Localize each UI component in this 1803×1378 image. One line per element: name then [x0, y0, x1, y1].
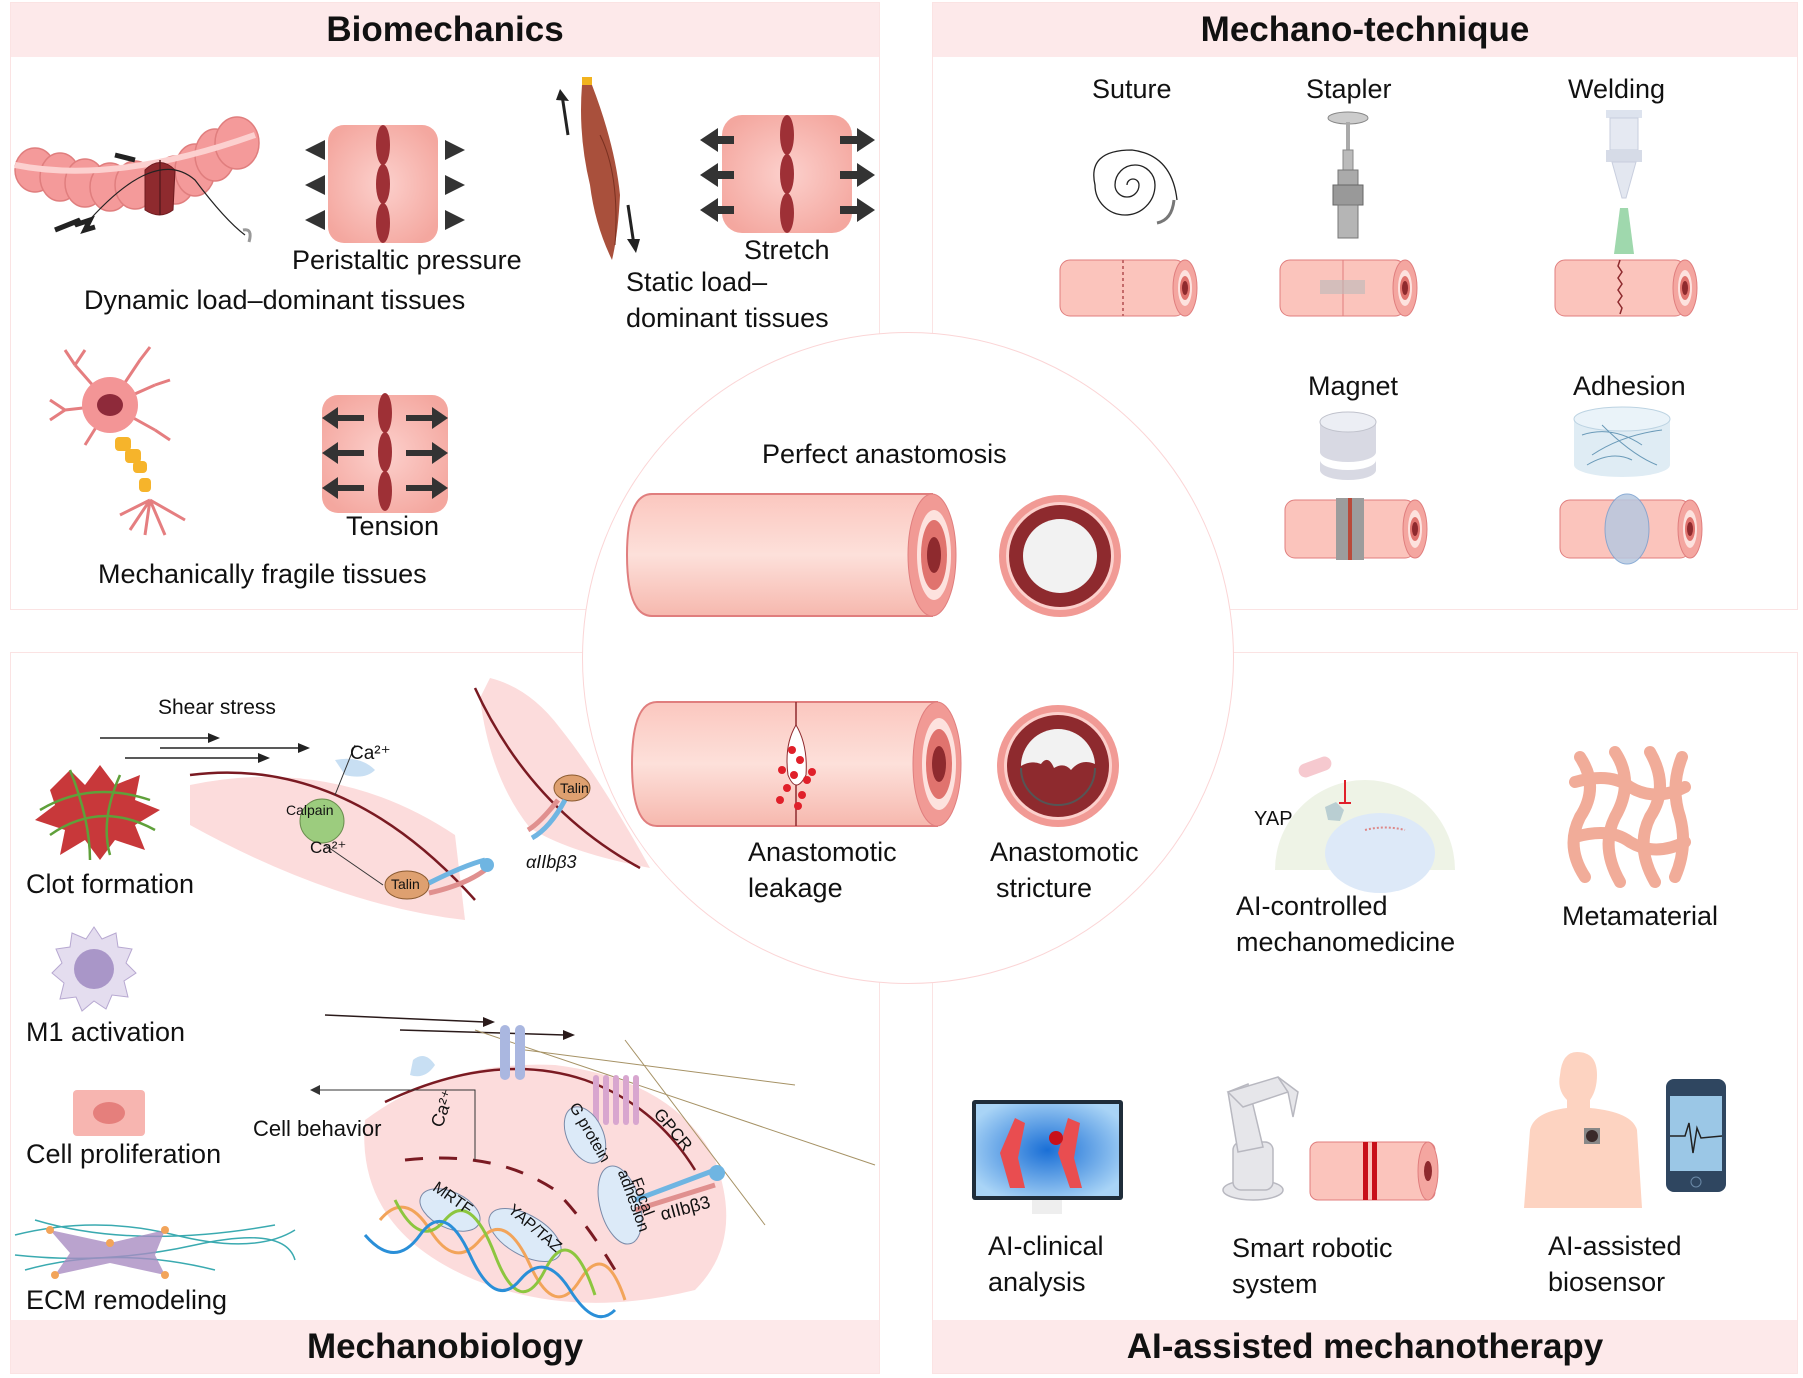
tension-tissue-block	[322, 393, 448, 513]
vessel-adhesion	[1559, 493, 1703, 565]
stretch-tissue-block	[700, 115, 875, 233]
biosensor-label-2: biosensor	[1548, 1267, 1666, 1297]
vessel-magnet	[1284, 498, 1428, 560]
stapler-device-icon	[1327, 111, 1369, 239]
welding-label: Welding	[1568, 74, 1666, 104]
muscle-illustration	[556, 77, 640, 260]
m1-activation-label: M1 activation	[26, 1017, 186, 1047]
ai-controlled-label-2: mechanomedicine	[1236, 927, 1456, 957]
biosensor-body-icon	[1524, 1052, 1642, 1208]
metamaterial-label: Metamaterial	[1562, 901, 1719, 931]
suture-label: Suture	[1092, 74, 1172, 104]
perfect-vessel	[625, 493, 957, 617]
dynamic-load-label: Dynamic load–dominant tissues	[84, 285, 466, 315]
perfect-anastomosis-label: Perfect anastomosis	[762, 439, 1007, 469]
ai-clinical-label-1: AI-clinical	[988, 1231, 1104, 1261]
stricture-cross-section	[997, 705, 1119, 827]
clot-illustration	[35, 765, 160, 861]
adhesion-label: Adhesion	[1573, 371, 1686, 401]
integrin-label-1: αIIbβ3	[526, 852, 577, 872]
robotic-label-2: system	[1232, 1269, 1318, 1299]
leakage-label-1: Anastomotic	[748, 837, 897, 867]
vessel-stapler	[1279, 259, 1418, 317]
stricture-label-2: stricture	[996, 873, 1093, 903]
magnet-label: Magnet	[1308, 371, 1399, 401]
ai-clinical-monitor-icon	[972, 1100, 1123, 1214]
ecm-remodeling-icon	[14, 1219, 296, 1279]
leakage-label-2: leakage	[748, 873, 843, 903]
fragile-tissues-label: Mechanically fragile tissues	[98, 559, 427, 589]
ai-clinical-label-2: analysis	[988, 1267, 1086, 1297]
ai-controlled-label-1: AI-controlled	[1236, 891, 1388, 921]
cell-behavior-label: Cell behavior	[253, 1116, 382, 1141]
colon-suture-illustration	[14, 116, 260, 243]
talin-label-1: Talin	[391, 876, 420, 892]
vessel-suture	[1059, 259, 1198, 317]
metamaterial-lattice-icon	[1567, 746, 1691, 888]
neuron-illustration	[49, 346, 186, 536]
adhesion-hydrogel-icon	[1573, 406, 1671, 477]
biosensor-phone-icon	[1666, 1079, 1726, 1192]
ai-mechanomedicine-illustration	[1275, 756, 1455, 893]
leakage-vessel	[630, 701, 962, 827]
robotic-label-1: Smart robotic	[1232, 1233, 1393, 1263]
static-load-label-1: Static load–	[626, 267, 768, 297]
platelet-cell-diagram	[189, 744, 494, 920]
center-anastomosis-circle	[582, 332, 1234, 984]
shear-stress-label: Shear stress	[158, 696, 276, 719]
perfect-cross-section	[999, 495, 1121, 617]
yap-label: YAP	[1254, 808, 1293, 830]
cell-proliferation-icon	[73, 1090, 145, 1136]
talin-label-2: Talin	[560, 780, 589, 796]
vessel-welding	[1554, 259, 1698, 317]
stapler-label: Stapler	[1306, 74, 1392, 104]
magnet-disc-icon	[1319, 411, 1377, 480]
cell-proliferation-label: Cell proliferation	[26, 1139, 222, 1169]
clot-formation-label: Clot formation	[26, 869, 195, 899]
stricture-label-1: Anastomotic	[990, 837, 1139, 867]
ca-ion-top-label: Ca²⁺	[350, 743, 391, 764]
robotic-arm-icon	[1222, 1076, 1439, 1201]
mechano-technique-header: Mechano-technique	[933, 3, 1797, 57]
biosensor-label-1: AI-assisted	[1548, 1231, 1682, 1261]
calpain-label: Calpain	[286, 802, 334, 818]
welding-tip-icon	[1606, 110, 1642, 254]
second-platelet-cell	[473, 678, 650, 870]
tension-label: Tension	[346, 511, 440, 541]
static-load-label-2: dominant tissues	[626, 303, 829, 333]
ai-mechanotherapy-header: AI-assisted mechanotherapy	[933, 1320, 1797, 1373]
suture-spiral-icon	[1093, 149, 1178, 225]
peristaltic-tissue-block	[305, 125, 465, 243]
peristaltic-pressure-label: Peristaltic pressure	[292, 245, 522, 275]
mechanobiology-header: Mechanobiology	[11, 1320, 879, 1373]
ca-nucleus-label: Ca²⁺	[310, 838, 347, 857]
stretch-label: Stretch	[744, 235, 830, 265]
mechanotransduction-cell-diagram	[310, 1014, 876, 1319]
shear-stress-arrows	[100, 733, 310, 763]
ecm-remodeling-label: ECM remodeling	[26, 1285, 228, 1315]
m1-macrophage-icon	[51, 926, 137, 1012]
biomechanics-header: Biomechanics	[11, 3, 879, 57]
